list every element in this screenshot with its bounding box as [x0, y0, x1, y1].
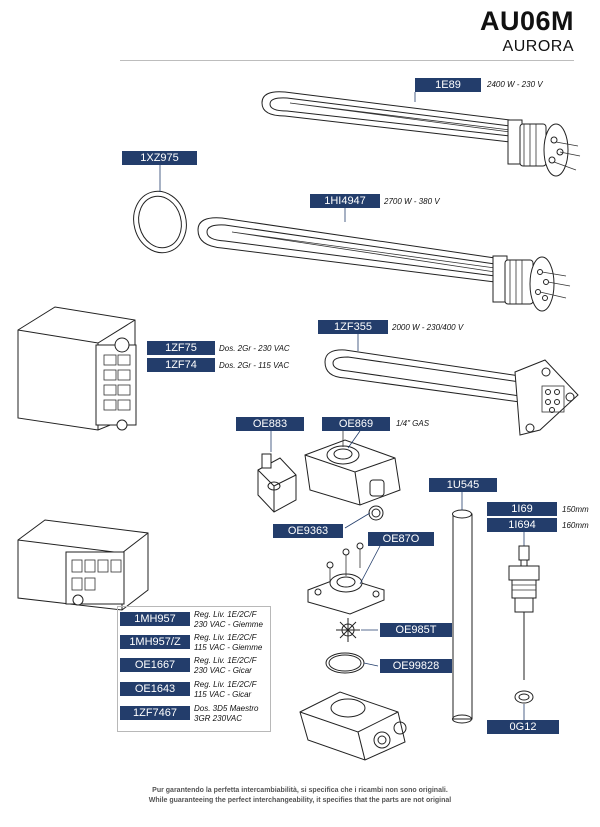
header-divider — [120, 60, 574, 61]
label-oe985t: OE985T — [380, 623, 452, 637]
label-oe883: OE883 — [236, 417, 304, 431]
dosing-unit-2gr — [17, 306, 137, 431]
spec-oe1643-line1: Reg. Liv. 1E/2C/F — [194, 680, 257, 689]
spec-oe1667: Reg. Liv. 1E/2C/F 230 VAC - Gicar — [194, 656, 257, 676]
oring-oe99828 — [325, 652, 365, 674]
spec-oe869: 1/4" GAS — [396, 419, 430, 428]
dosing-unit-3d5 — [17, 519, 149, 611]
label-oe99828: OE99828 — [380, 659, 452, 673]
label-0g12: 0G12 — [487, 720, 559, 734]
label-1zf7467: 1ZF7467 — [120, 706, 190, 720]
solenoid-coil-oe883 — [257, 453, 297, 513]
label-oe9363: OE9363 — [273, 524, 343, 538]
label-1u545: 1U545 — [429, 478, 497, 492]
impeller-oe985t — [336, 618, 360, 642]
heating-element-1zf355 — [324, 349, 579, 436]
spec-1i69: 150mm — [562, 505, 589, 514]
label-1i69: 1I69 — [487, 502, 557, 516]
label-1mh957: 1MH957 — [120, 612, 190, 626]
spec-1mh957z: Reg. Liv. 1E/2C/F 115 VAC - Giemme — [194, 633, 262, 653]
spec-1mh957z-line1: Reg. Liv. 1E/2C/F — [194, 633, 257, 642]
spec-oe1667-line1: Reg. Liv. 1E/2C/F — [194, 656, 257, 665]
spec-oe1667-line2: 230 VAC - Gicar — [194, 666, 252, 675]
label-1zf74: 1ZF74 — [147, 358, 215, 372]
label-oe1667: OE1667 — [120, 658, 190, 672]
label-1zf75: 1ZF75 — [147, 341, 215, 355]
model-title: AU06M — [479, 6, 574, 36]
spec-1mh957-line2: 230 VAC - Giemme — [194, 620, 263, 629]
label-1e89: 1E89 — [415, 78, 481, 92]
spec-1i694: 160mm — [562, 521, 589, 530]
spec-1zf7467: Dos. 3D5 Maestro 3GR 230VAC — [194, 704, 258, 724]
label-1mh957z: 1MH957/Z — [120, 635, 190, 649]
flowmeter-sensor-oe87o — [307, 542, 385, 615]
spec-1zf75: Dos. 2Gr - 230 VAC — [219, 344, 290, 353]
heating-element-1hi4947 — [197, 217, 571, 312]
flowmeter-oe869 — [304, 430, 401, 521]
flowmeter-body — [299, 691, 407, 761]
regulator-panel — [117, 606, 271, 732]
heating-element-1e89 — [261, 91, 581, 177]
label-1i694: 1I694 — [487, 518, 557, 532]
spec-1hi4947: 2700 W - 380 V — [384, 197, 440, 206]
model-name: AURORA — [502, 38, 574, 55]
label-oe1643: OE1643 — [120, 682, 190, 696]
spec-1zf7467-line1: Dos. 3D5 Maestro — [194, 704, 259, 713]
footer-disclaimer-it: Pur garantendo la perfetta intercambiabi… — [152, 787, 448, 794]
footer-disclaimer-en: While guaranteeing the perfect interchan… — [148, 797, 452, 804]
gasket-1xz975 — [133, 190, 187, 254]
spec-1zf74: Dos. 2Gr - 115 VAC — [219, 361, 290, 370]
label-1zf355: 1ZF355 — [318, 320, 388, 334]
spec-1mh957-line1: Reg. Liv. 1E/2C/F — [194, 610, 257, 619]
spec-1zf355: 2000 W - 230/400 V — [392, 323, 464, 332]
spec-1e89: 2400 W - 230 V — [487, 80, 543, 89]
spec-1zf7467-line2: 3GR 230VAC — [194, 714, 243, 723]
spec-oe1643-line2: 115 VAC - Gicar — [194, 690, 252, 699]
spec-1mh957: Reg. Liv. 1E/2C/F 230 VAC - Giemme — [194, 610, 263, 630]
tube-1u545 — [452, 492, 473, 724]
label-1hi4947: 1HI4947 — [310, 194, 380, 208]
spec-1mh957z-line2: 115 VAC - Giemme — [194, 643, 263, 652]
label-oe869: OE869 — [322, 417, 390, 431]
spec-oe1643: Reg. Liv. 1E/2C/F 115 VAC - Gicar — [194, 680, 257, 700]
level-probe — [508, 532, 540, 720]
label-1xz975: 1XZ975 — [122, 151, 197, 165]
label-oe87o: OE87O — [368, 532, 434, 546]
